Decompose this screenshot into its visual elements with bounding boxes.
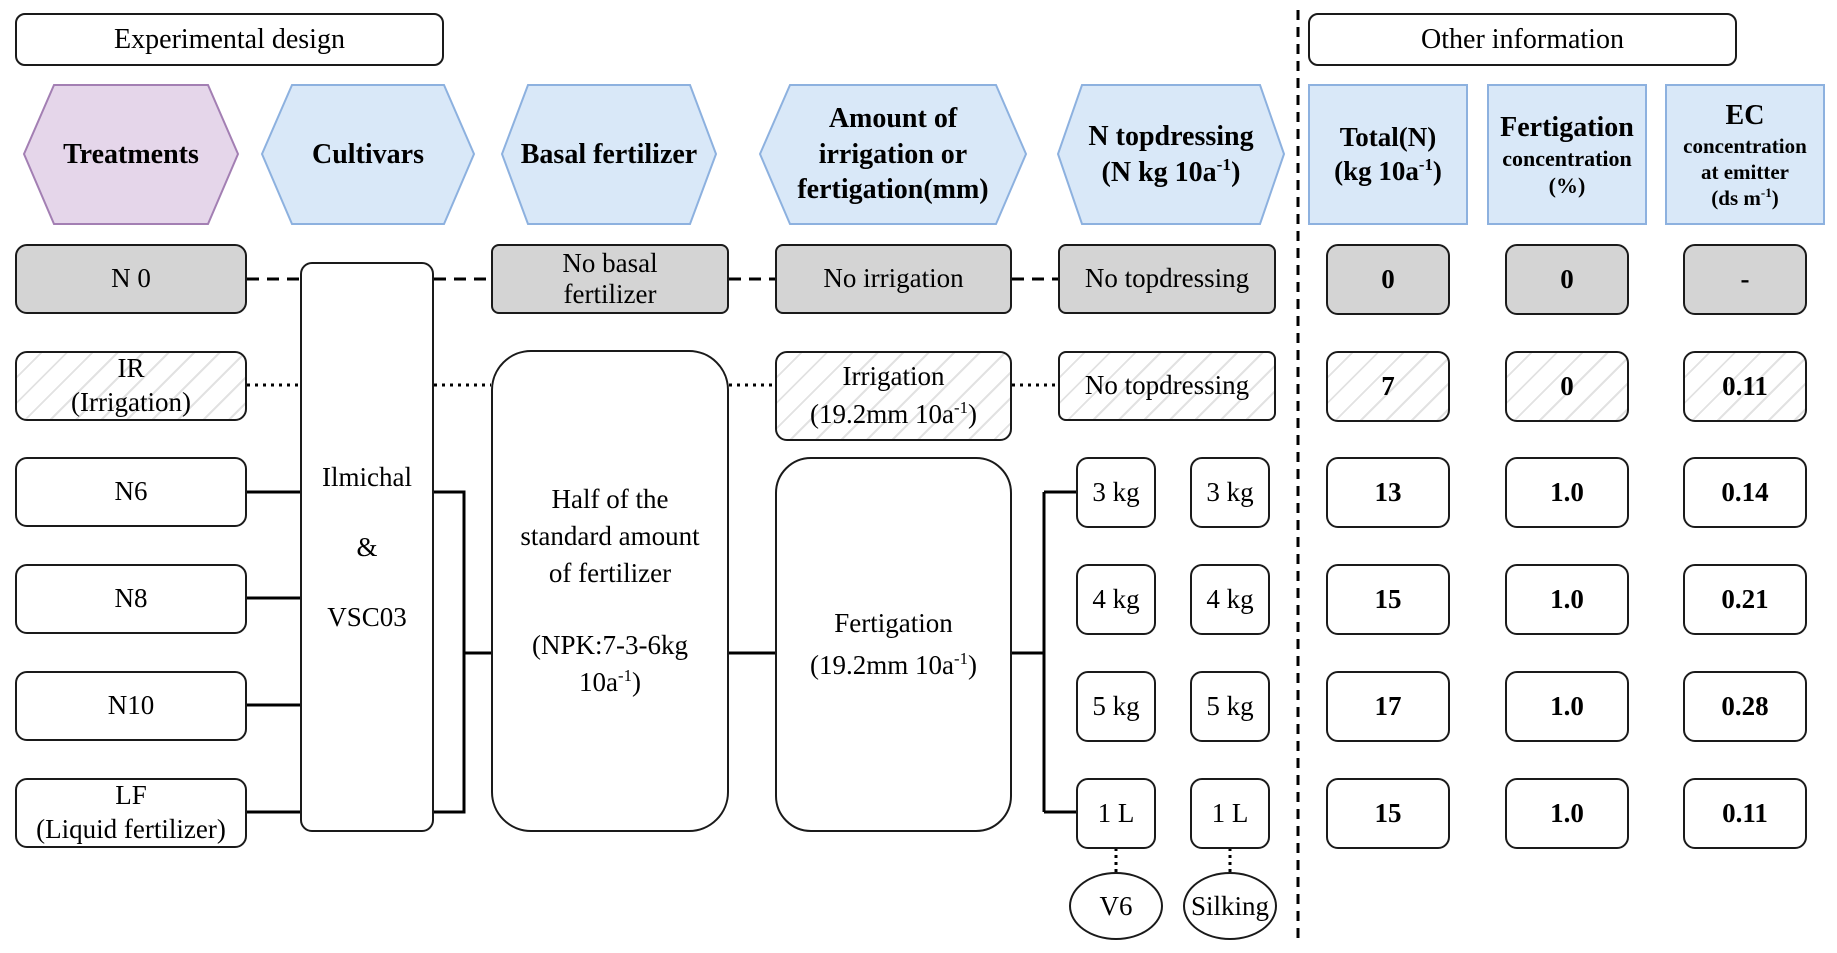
basal-fertilizer-header: Basal fertilizer [500, 84, 718, 225]
total-n-n10: 17 [1326, 671, 1450, 742]
treatment-solid-connectors [247, 490, 300, 814]
silking-dose-n10: 5 kg [1190, 671, 1270, 742]
treatments-header: Treatments [22, 84, 240, 225]
v6-dose-n8: 4 kg [1076, 564, 1156, 635]
ec-lf: 0.11 [1683, 778, 1807, 849]
stage-dotted-links [1114, 848, 1232, 872]
cultivars-header: Cultivars [260, 84, 476, 225]
v6-dose-n10: 5 kg [1076, 671, 1156, 742]
ec-n6: 0.14 [1683, 457, 1807, 528]
total-n-n0: 0 [1326, 244, 1450, 315]
experimental-design-header: Experimental design [15, 13, 444, 66]
fert-conc-n10: 1.0 [1505, 671, 1629, 742]
ec-n10: 0.28 [1683, 671, 1807, 742]
silking-dose-n8: 4 kg [1190, 564, 1270, 635]
basal-half-box: Half of the standard amount of fertilize… [491, 350, 729, 832]
other-information-header: Other information [1308, 13, 1737, 66]
ec-concentration-header: EC concentration at emitter (ds m-1) [1665, 84, 1825, 225]
fert-conc-n0: 0 [1505, 244, 1629, 315]
total-n-lf: 15 [1326, 778, 1450, 849]
total-n-header: Total(N) (kg 10a-1) [1308, 84, 1468, 225]
cultivar-bracket [434, 490, 491, 814]
treatment-n10: N10 [15, 671, 247, 741]
treatment-n8: N8 [15, 564, 247, 634]
total-n-n8: 15 [1326, 564, 1450, 635]
fert-conc-n8: 1.0 [1505, 564, 1629, 635]
fert-conc-lf: 1.0 [1505, 778, 1629, 849]
fert-conc-n6: 1.0 [1505, 457, 1629, 528]
ec-ir: 0.11 [1683, 351, 1807, 422]
v6-dose-n6: 3 kg [1076, 457, 1156, 528]
treatment-n6: N6 [15, 457, 247, 527]
treatment-n0: N 0 [15, 244, 247, 314]
no-irrigation-box: No irrigation [775, 244, 1012, 314]
topdressing-bracket [1012, 490, 1076, 814]
basal-none-box: No basal fertilizer [491, 244, 729, 314]
ec-n8: 0.21 [1683, 564, 1807, 635]
treatment-ir: IR(Irrigation) [15, 351, 247, 421]
stage-v6-ellipse: V6 [1069, 872, 1163, 940]
total-n-n6: 13 [1326, 457, 1450, 528]
treatment-lf: LF(Liquid fertilizer) [15, 778, 247, 848]
v6-dose-lf: 1 L [1076, 778, 1156, 849]
stage-silking-ellipse: Silking [1183, 872, 1277, 940]
irrigation-box: Irrigation (19.2mm 10a-1) [775, 351, 1012, 441]
no-topdressing-box-n0: No topdressing [1058, 244, 1276, 314]
n-topdressing-header: N topdressing(N kg 10a-1) [1056, 84, 1286, 225]
fertigation-concentration-header: Fertigation concentration (%) [1487, 84, 1647, 225]
cultivars-box: Ilmichal & VSC03 [300, 262, 434, 832]
silking-dose-lf: 1 L [1190, 778, 1270, 849]
no-topdressing-box-ir: No topdressing [1058, 351, 1276, 421]
ec-n0: - [1683, 244, 1807, 315]
fertigation-box: Fertigation (19.2mm 10a-1) [775, 457, 1012, 832]
total-n-ir: 7 [1326, 351, 1450, 422]
fert-conc-ir: 0 [1505, 351, 1629, 422]
silking-dose-n6: 3 kg [1190, 457, 1270, 528]
